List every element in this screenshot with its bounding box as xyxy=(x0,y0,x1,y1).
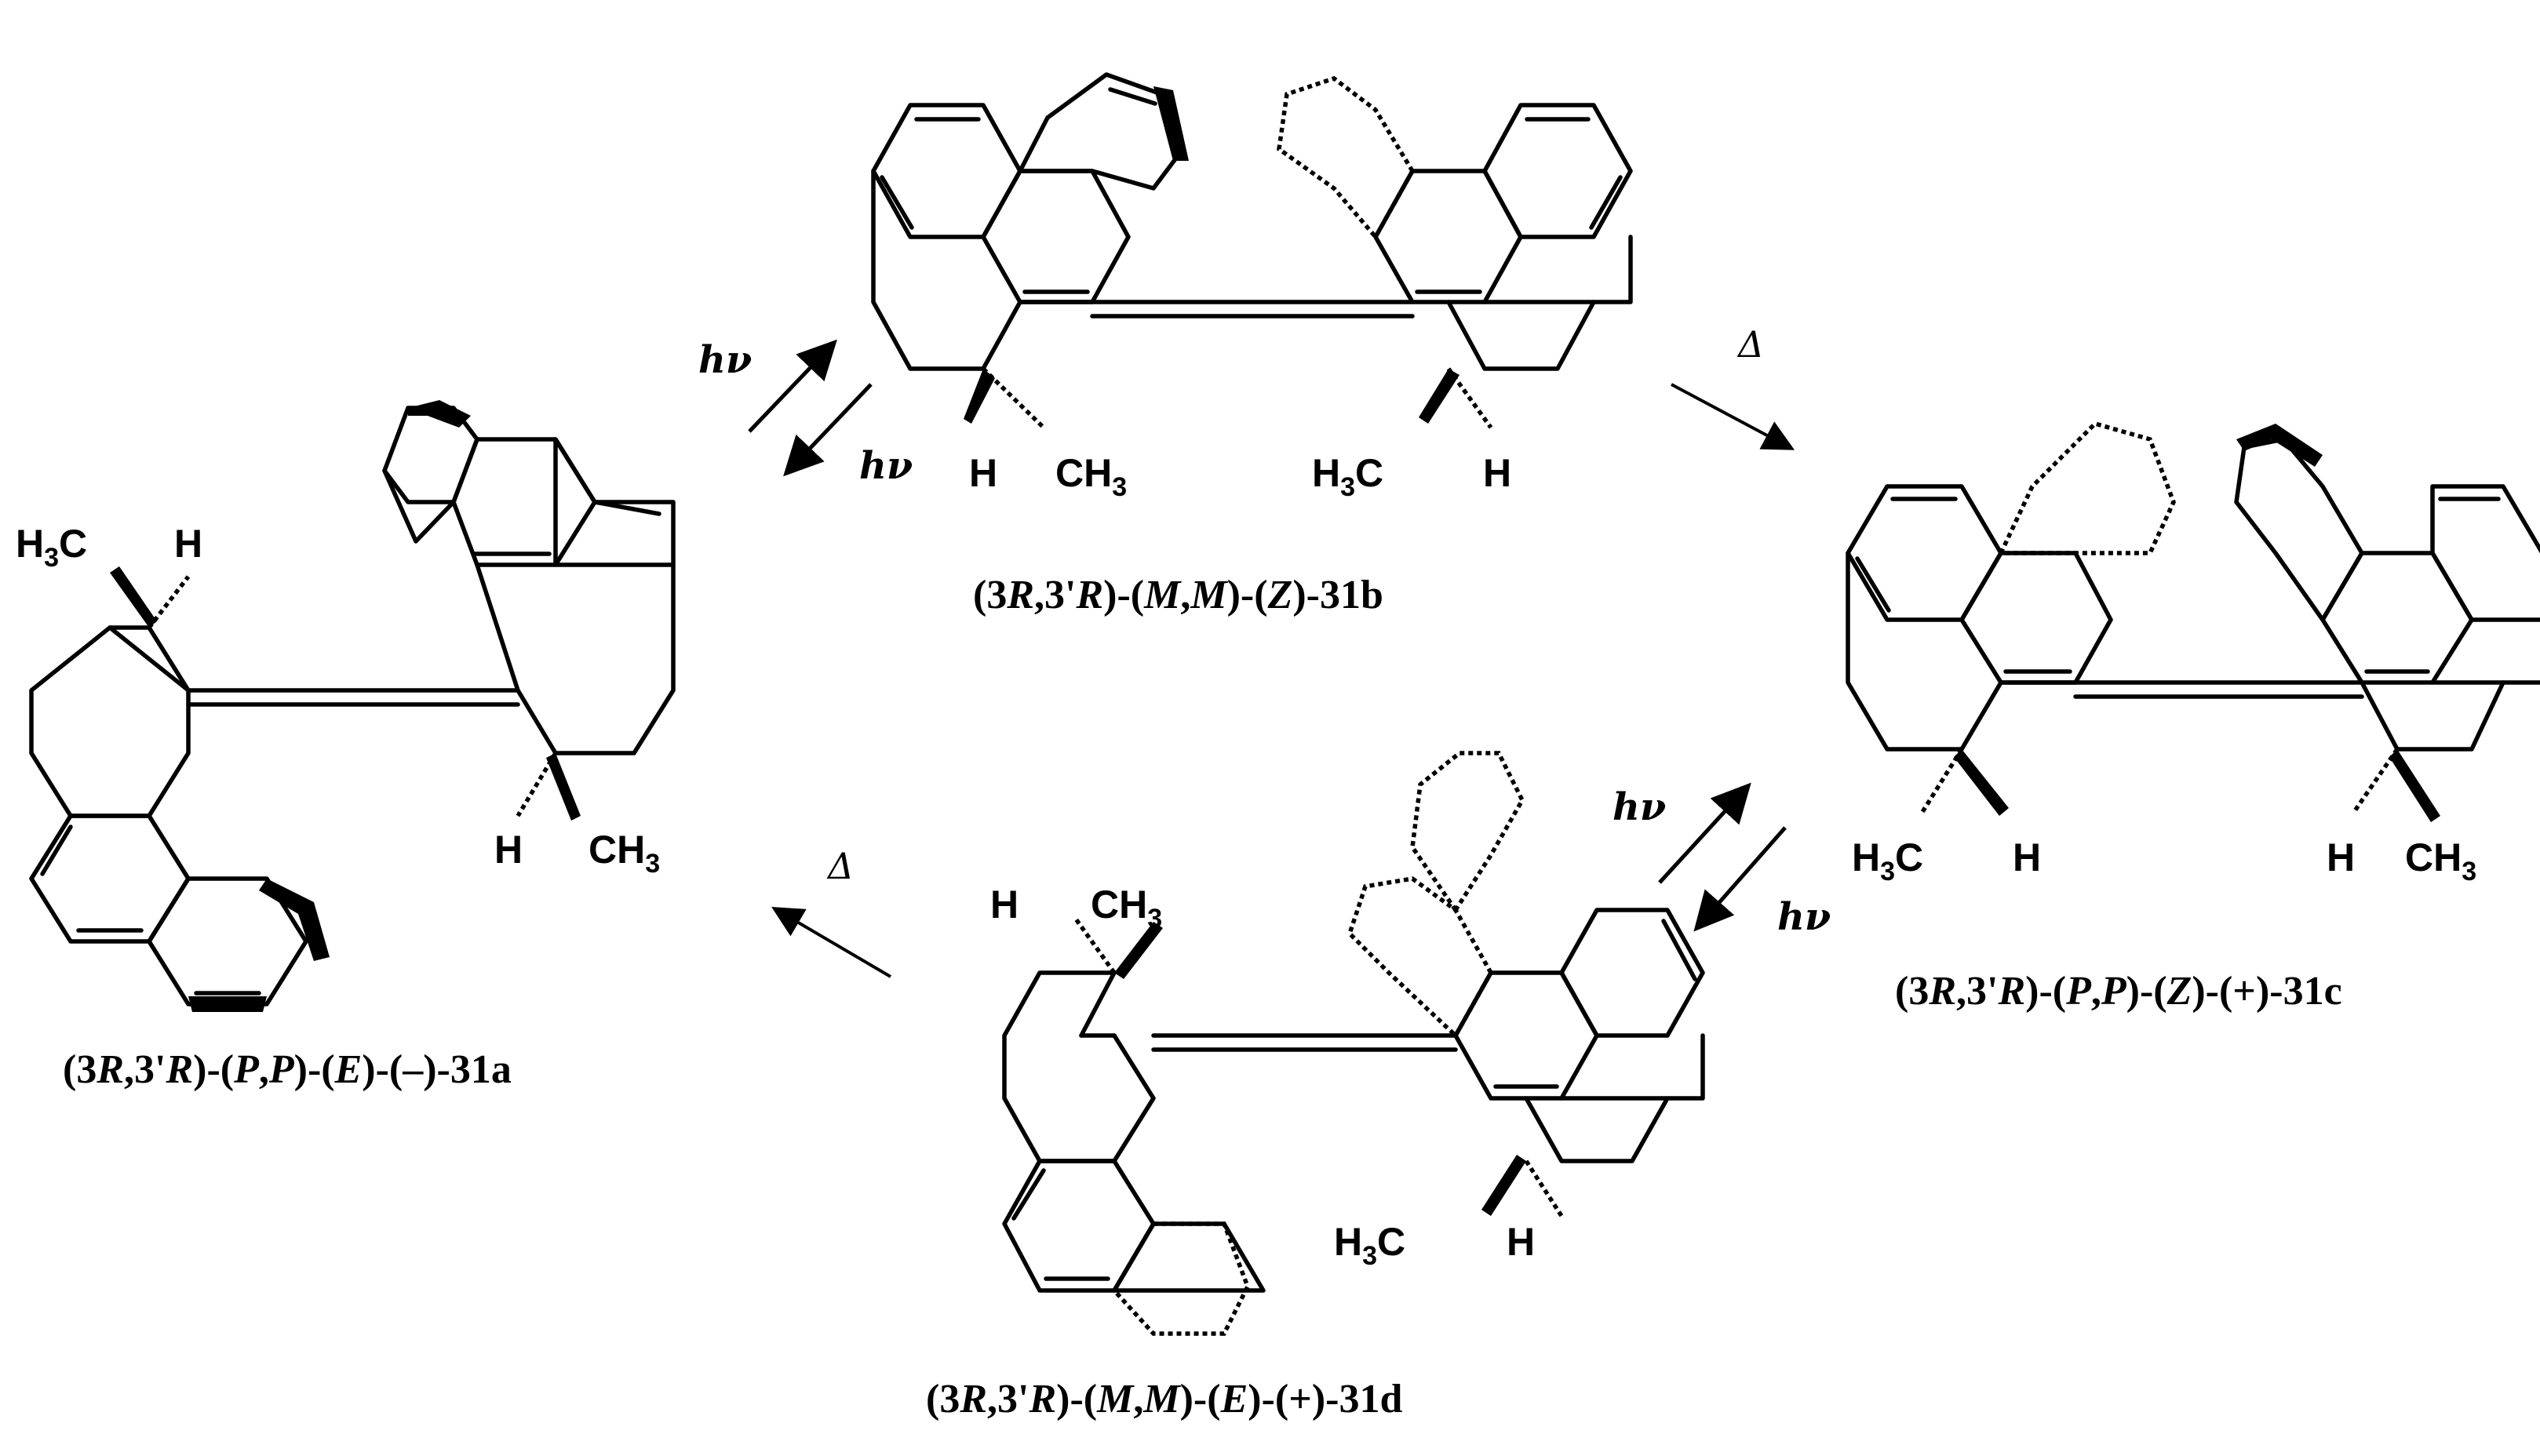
label-31c-ch3: CH3 xyxy=(2405,835,2476,886)
caption-31c: (3R,3'R)-(P,P)-(Z)-(+)-31c xyxy=(1895,969,2342,1014)
label-31d-ch3: CH3 xyxy=(1091,883,1162,934)
molecule-31c xyxy=(1846,420,2540,822)
molecule-31d xyxy=(1002,751,1705,1336)
photo-equilibrium-a-b xyxy=(748,339,873,477)
label-31c-h-right: H xyxy=(2327,835,2355,879)
caption-31d: (3R,3'R)-(M,M)-(E)-(+)-31d xyxy=(926,1377,1402,1421)
label-31c-h3c: H3C xyxy=(1852,835,1923,886)
label-31c-h-left: H xyxy=(2013,835,2041,879)
label-31d-h3c: H3C xyxy=(1334,1220,1405,1271)
photo-equilibrium-c-d xyxy=(1658,782,1787,932)
hv-label-ab-upper: hν xyxy=(698,338,752,382)
label-31a-ch3: CH3 xyxy=(589,828,660,879)
molecule-31b xyxy=(871,72,1633,429)
label-31a-h-bottom: H xyxy=(494,828,523,872)
label-31b-ch3: CH3 xyxy=(1055,451,1127,502)
label-31b-h3c: H3C xyxy=(1312,451,1383,502)
molecule-31a xyxy=(29,400,676,1012)
hv-label-ab-lower: hν xyxy=(859,444,913,488)
label-31a-h-top: H xyxy=(174,522,202,566)
label-31d-h-bottom: H xyxy=(1507,1220,1535,1264)
delta-label-da: Δ xyxy=(826,845,854,887)
delta-label-bc: Δ xyxy=(1736,323,1764,366)
hv-label-cd-upper: hν xyxy=(1613,785,1666,829)
caption-31b: (3R,3'R)-(M,M)-(Z)-31b xyxy=(973,573,1383,617)
hv-label-cd-lower: hν xyxy=(1777,895,1831,939)
thermal-arrow-d-a xyxy=(771,906,892,978)
thermal-arrow-b-c xyxy=(1671,383,1795,450)
label-31d-h-top: H xyxy=(990,883,1019,926)
caption-31a: (3R,3'R)-(P,P)-(E)-(–)-31a xyxy=(63,1047,512,1092)
label-31b-h-right: H xyxy=(1483,451,1511,495)
label-31b-h-left: H xyxy=(969,451,997,495)
label-31a-h3c: H3C xyxy=(16,522,87,573)
